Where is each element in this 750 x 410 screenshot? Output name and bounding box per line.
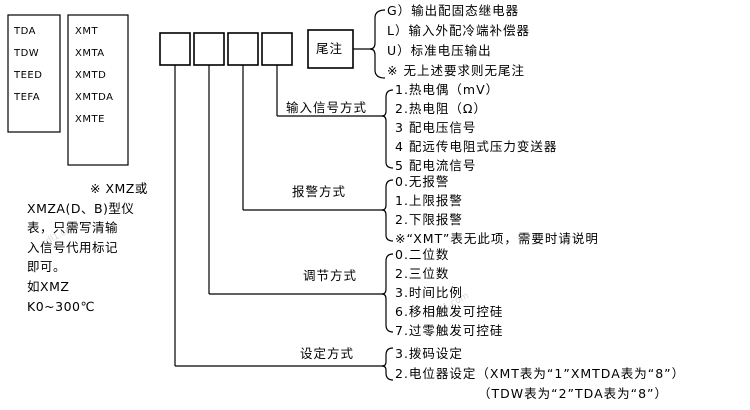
suffix-option: U）标准电压输出 [387,43,492,58]
note-line: XMZA(D、B)型仪 [27,201,135,216]
setting-option: （TDW表为“2”TDA表为“8”） [478,386,669,401]
model-right-item: XMTD [75,70,107,81]
model-box-left [7,14,61,133]
input-signal-label: 输入信号方式 [286,100,368,115]
code-slot-2 [193,32,225,66]
suffix-option: L）输入外配冷端补偿器 [387,23,530,38]
code-slot-1 [159,32,191,66]
note-line: 入信号代用标记 [27,240,119,255]
input-signal-option: 4 配远传电阻式压力变送器 [395,139,558,154]
model-box-right [67,14,129,166]
regulation-option: 2.三位数 [395,266,450,281]
model-left-item: TDW [14,48,40,59]
model-right-item: XMTDA [75,92,114,103]
note-line: 表，只需写清输 [27,220,119,235]
note-line: 如XMZ [27,279,70,294]
alarm-option: 2.下限报警 [395,212,463,227]
alarm-option: ※“XMT”表无此项，需要时请说明 [395,231,599,246]
note-line: 即可。 [27,259,67,274]
regulation-label: 调节方式 [303,268,358,283]
suffix-option: ※ 无上述要求则无尾注 [387,63,525,78]
input-signal-option: 2.热电阻（Ω） [395,101,487,116]
setting-option: 3.拨码设定 [395,346,463,361]
note-line: K0~300℃ [27,299,96,314]
model-left-item: TDA [14,26,36,37]
alarm-label: 报警方式 [292,184,347,199]
regulation-option: 0.二位数 [395,247,450,262]
setting-option: 2.电位器设定（XMT表为“1”XMTDA表为“8”） [395,366,686,381]
alarm-option: 0.无报警 [395,174,450,189]
input-signal-option: 5 配电流信号 [395,158,477,173]
input-signal-option: 1.热电偶（mV） [395,82,500,97]
suffix-option: G）输出配固态继电器 [387,3,520,18]
model-right-item: XMTE [75,114,105,125]
code-slot-3 [227,32,259,66]
setting-label: 设定方式 [300,346,355,361]
regulation-option: 7.过零触发可控硅 [395,323,504,338]
suffix-label: 尾注 [316,41,344,56]
code-slot-4 [261,32,293,66]
model-left-item: TEED [14,70,43,81]
note-line: ※ XMZ或 [90,181,148,196]
regulation-option: 3.时间比例 [395,285,463,300]
alarm-option: 1.上限报警 [395,193,463,208]
model-right-item: XMT [75,26,99,37]
regulation-option: 6.移相触发可控硅 [395,304,504,319]
model-right-item: XMTA [75,48,105,59]
model-left-item: TEFA [14,92,41,103]
input-signal-option: 3 配电压信号 [395,120,477,135]
